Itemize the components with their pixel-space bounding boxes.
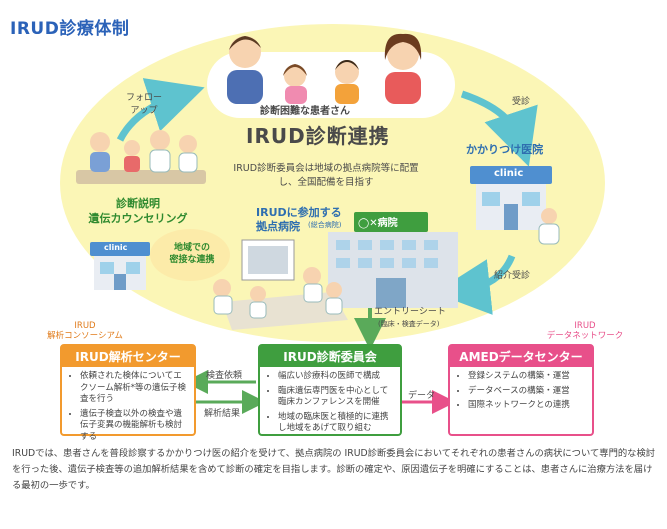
entry-sheet-label: エントリーシート bbox=[374, 307, 446, 317]
amed-item: データベースの構築・運営 bbox=[468, 386, 586, 398]
patient-girl-body bbox=[285, 86, 307, 104]
amed-box: AMEDデータセンター 登録システムの構築・運営 データベースの構築・運営 国際… bbox=[448, 344, 594, 436]
amed-item: 登録システムの構築・運営 bbox=[468, 371, 586, 383]
committee-item: 幅広い診療科の医師で構成 bbox=[278, 371, 394, 383]
analysis-consortium-tag: IRUD 解析コンソーシアム bbox=[47, 321, 123, 341]
data-label: データ bbox=[408, 391, 436, 401]
local-link-label: 地域での 密接な連携 bbox=[169, 243, 215, 265]
conference-illustration bbox=[213, 239, 348, 330]
referral-arrow bbox=[434, 254, 516, 315]
analysis-center-header: IRUD解析センター bbox=[62, 346, 194, 367]
hospital-building bbox=[328, 212, 458, 308]
counseling-illustration bbox=[76, 130, 206, 184]
local-link-glow bbox=[150, 229, 230, 281]
patient-father-head bbox=[229, 36, 261, 68]
test-request-label: 検査依頼 bbox=[206, 371, 243, 381]
center-description: IRUD診断委員会は地域の拠点病院等に配置し、全国配備を目指す bbox=[233, 163, 419, 188]
analysis-item: 依頼された検体についてエクソーム解析*等の遺伝子検査を行う bbox=[80, 371, 188, 406]
analysis-item: 遺伝子検査以外の検査や遺伝子変異の機能解析も検討する bbox=[80, 409, 188, 444]
clinic-building bbox=[470, 166, 552, 230]
center-title: IRUD診断連携 bbox=[246, 124, 390, 148]
committee-item: 臨床遺伝専門医を中心として臨床カンファレンスを開催 bbox=[278, 386, 394, 409]
clinic-sign: clinic bbox=[494, 168, 524, 179]
patient-boy-body bbox=[335, 84, 359, 104]
committee-item: 地域の臨床医と積極的に連携し地域をあげて取り組む bbox=[278, 412, 394, 435]
patient-mother-head bbox=[387, 38, 419, 70]
patients-label: 診断困難な患者さん bbox=[260, 106, 350, 117]
committee-box: IRUD診断委員会 幅広い診療科の医師で構成 臨床遺伝専門医を中心として臨床カン… bbox=[258, 344, 402, 436]
analysis-center-box: IRUD解析センター 依頼された検体についてエクソーム解析*等の遺伝子検査を行う… bbox=[60, 344, 196, 442]
hospital-label-sub: (総合病院) bbox=[308, 221, 342, 229]
patient-father-body bbox=[227, 70, 263, 104]
page-title: IRUD診療体制 bbox=[10, 19, 130, 39]
local-clinic-sign: clinic bbox=[104, 243, 128, 252]
clinic-doctor-figure bbox=[538, 208, 560, 245]
committee-header: IRUD診断委員会 bbox=[260, 346, 400, 367]
patient-boy-head bbox=[335, 60, 359, 84]
hospital-label: IRUDに参加する 拠点病院 bbox=[256, 206, 342, 233]
patient-mother-body bbox=[385, 72, 421, 104]
counseling-label: 診断説明 遺伝カウンセリング bbox=[88, 197, 188, 225]
follow-up-arrow bbox=[116, 78, 205, 142]
footer-description: IRUDでは、患者さんを普段診察するかかりつけ医の紹介を受けて、拠点病院の IR… bbox=[12, 448, 656, 491]
amed-header: AMEDデータセンター bbox=[450, 346, 592, 367]
visit-arrow bbox=[460, 90, 538, 167]
entry-sheet-sub: (臨床・検査データ) bbox=[378, 320, 440, 328]
amed-item: 国際ネットワークとの連携 bbox=[468, 400, 586, 412]
patient-girl-head bbox=[284, 65, 306, 87]
visit-label: 受診 bbox=[512, 97, 531, 107]
clinic-doctor-label: かかりつけ医院 bbox=[466, 143, 544, 156]
analysis-result-label: 解析結果 bbox=[204, 409, 241, 419]
follow-up-label: フォロー アップ bbox=[125, 93, 162, 116]
hospital-sign: ◯✕病院 bbox=[358, 218, 398, 229]
referral-label: 紹介受診 bbox=[494, 271, 531, 281]
local-clinic-building bbox=[90, 242, 150, 290]
patients-illustration bbox=[227, 33, 422, 104]
amed-network-tag: IRUD データネットワーク bbox=[546, 321, 624, 341]
